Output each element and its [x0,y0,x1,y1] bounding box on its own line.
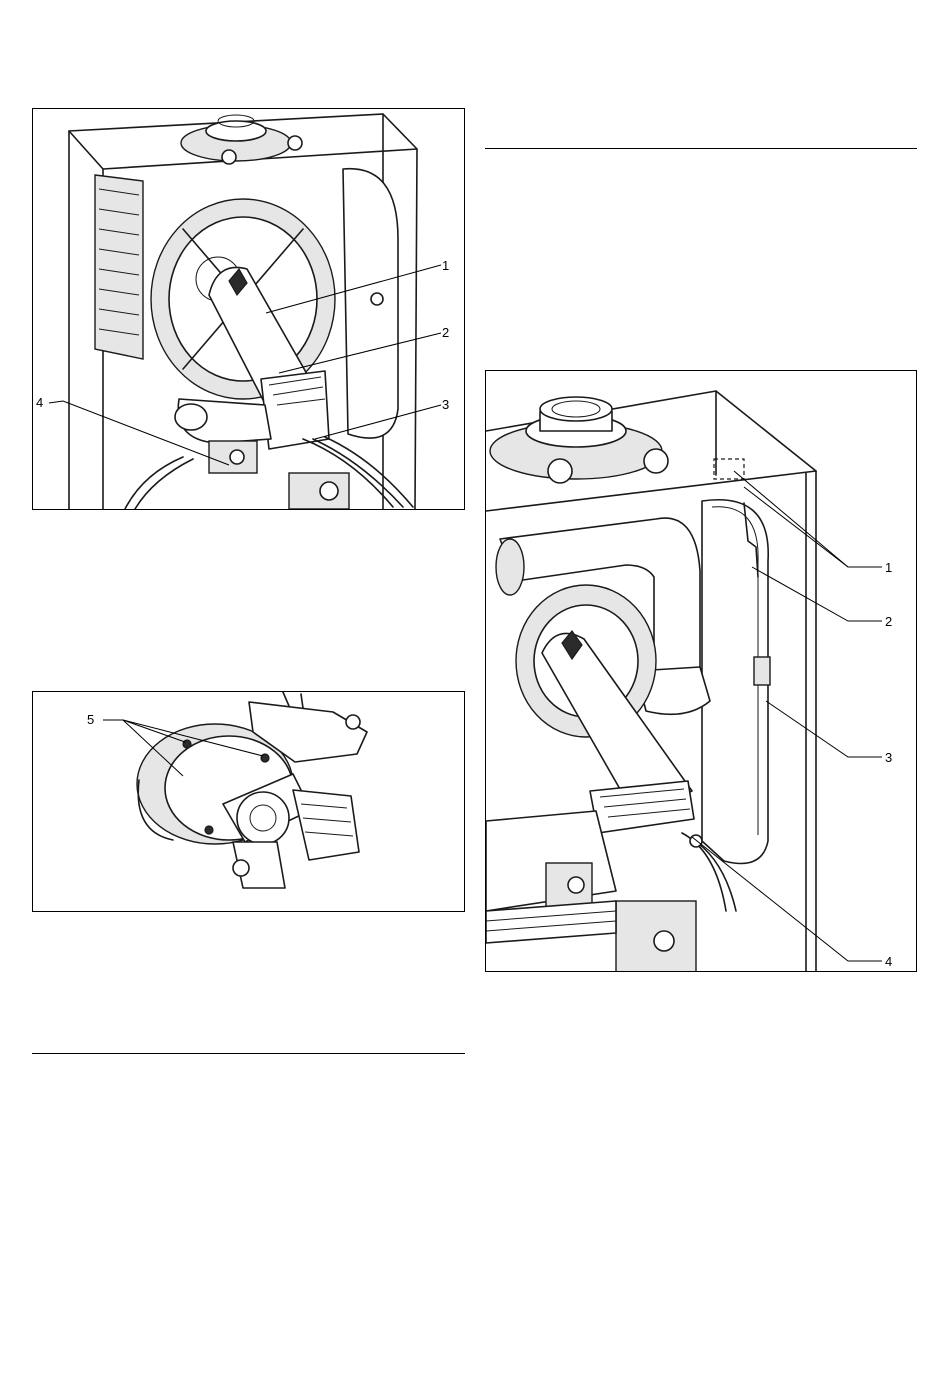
callout-label: 2 [885,615,892,628]
fan-assembly-illustration [33,692,465,912]
section-divider [485,148,917,149]
boiler-illustration [33,109,465,510]
callout-label: 5 [87,713,94,726]
callout-label: 1 [885,561,892,574]
callout-label: 3 [885,751,892,764]
callout-label: 1 [442,259,449,272]
callout-label: 3 [442,398,449,411]
callout-label: 4 [885,955,892,968]
figure-expansion-vessel: 1 2 3 4 [485,370,917,972]
figure-fan-assembly: 5 [32,691,465,912]
figure-burner-access: 1 2 3 4 [32,108,465,510]
section-divider [32,1053,465,1054]
callout-label: 2 [442,326,449,339]
boiler-illustration [486,371,917,972]
callout-label: 4 [36,396,43,409]
